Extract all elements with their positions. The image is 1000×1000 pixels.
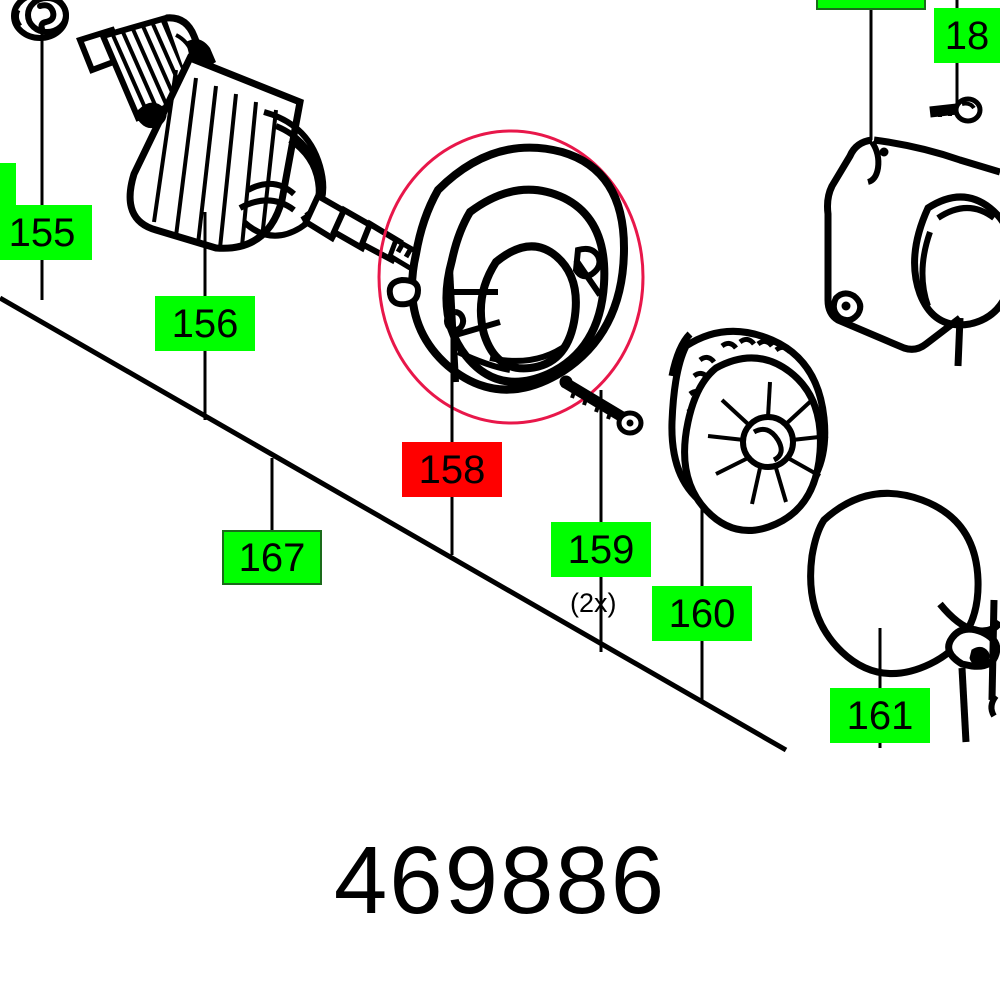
screw-18 bbox=[929, 96, 983, 124]
armature-rotor-156 bbox=[76, 14, 432, 278]
part-callout-18[interactable]: 18 bbox=[934, 8, 1000, 63]
bearing-flange-158 bbox=[386, 143, 629, 394]
quantity-note-159: (2x) bbox=[570, 588, 617, 618]
partial-bracket-piece bbox=[937, 599, 1000, 743]
diagram-caption: 469886 bbox=[333, 827, 667, 934]
bearing-ring-155 bbox=[11, 0, 69, 41]
housing-edge-line bbox=[0, 295, 788, 753]
part-callout-167[interactable]: 167 bbox=[222, 530, 322, 585]
part-callout-156[interactable]: 156 bbox=[155, 296, 255, 351]
part-callout-158[interactable]: 158 bbox=[402, 442, 502, 497]
cover-disc-161 bbox=[807, 489, 982, 678]
part-callout-partial-top[interactable] bbox=[816, 0, 926, 10]
selection-highlight-circle bbox=[377, 129, 645, 425]
cooling-fan-160 bbox=[668, 327, 829, 534]
part-callout-161[interactable]: 161 bbox=[830, 688, 930, 743]
part-callout-160[interactable]: 160 bbox=[652, 586, 752, 641]
gear-housing bbox=[824, 136, 1000, 367]
part-callout-155[interactable]: 155 bbox=[0, 205, 92, 260]
screw-159 bbox=[559, 375, 644, 436]
part-callout-159[interactable]: 159 bbox=[551, 522, 651, 577]
